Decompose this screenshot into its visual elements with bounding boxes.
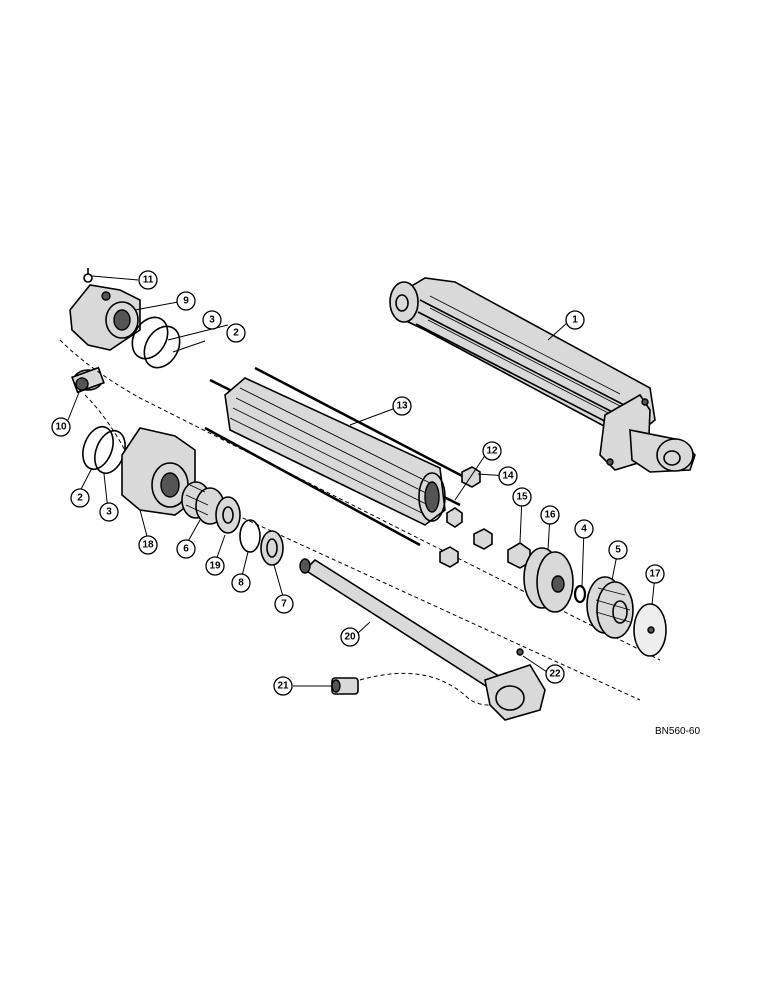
cylinder-tube bbox=[204, 366, 471, 547]
leader-lines bbox=[67, 275, 656, 687]
svg-text:9: 9 bbox=[183, 296, 189, 307]
callout-17: 17 bbox=[645, 564, 665, 584]
callout-15: 15 bbox=[512, 487, 532, 507]
svg-text:6: 6 bbox=[183, 544, 189, 555]
seal-7 bbox=[260, 530, 284, 566]
callout-2: 2 bbox=[70, 488, 90, 508]
alignment-line-upper bbox=[59, 339, 661, 661]
callout-11: 11 bbox=[138, 270, 158, 290]
svg-text:5: 5 bbox=[615, 545, 621, 556]
callout-10: 10 bbox=[51, 417, 71, 437]
callout-6: 6 bbox=[176, 539, 196, 559]
callout-2: 2 bbox=[226, 323, 246, 343]
svg-text:8: 8 bbox=[238, 578, 244, 589]
callout-13: 13 bbox=[392, 396, 412, 416]
svg-text:20: 20 bbox=[344, 632, 356, 643]
svg-text:7: 7 bbox=[281, 599, 287, 610]
callout-1: 1 bbox=[565, 310, 585, 330]
callout-19: 19 bbox=[205, 556, 225, 576]
nuts-14 bbox=[439, 466, 493, 568]
bushing-10 bbox=[71, 366, 105, 394]
callout-22: 22 bbox=[545, 664, 565, 684]
callout-14: 14 bbox=[498, 466, 518, 486]
reference-code: BN560-60 bbox=[655, 726, 700, 737]
svg-text:16: 16 bbox=[544, 510, 556, 521]
callout-9: 9 bbox=[176, 291, 196, 311]
svg-text:11: 11 bbox=[143, 275, 154, 286]
callout-21: 21 bbox=[273, 676, 293, 696]
svg-text:14: 14 bbox=[502, 471, 514, 482]
svg-text:10: 10 bbox=[55, 422, 67, 433]
svg-text:19: 19 bbox=[209, 561, 221, 572]
callout-5: 5 bbox=[608, 540, 628, 560]
svg-text:1: 1 bbox=[572, 315, 578, 326]
washer-19 bbox=[215, 496, 241, 534]
packing-5 bbox=[586, 576, 634, 639]
svg-text:2: 2 bbox=[77, 493, 83, 504]
assembled-cylinder bbox=[389, 277, 696, 473]
packing-6 bbox=[181, 481, 225, 525]
svg-text:15: 15 bbox=[516, 492, 528, 503]
o-ring-4 bbox=[573, 584, 587, 604]
callout-8: 8 bbox=[231, 573, 251, 593]
svg-text:12: 12 bbox=[486, 446, 498, 457]
svg-text:22: 22 bbox=[549, 669, 561, 680]
svg-text:17: 17 bbox=[649, 569, 661, 580]
alignment-line-rod bbox=[359, 672, 501, 706]
svg-text:21: 21 bbox=[277, 681, 289, 692]
callout-4: 4 bbox=[574, 519, 594, 539]
svg-text:3: 3 bbox=[209, 315, 215, 326]
callout-12: 12 bbox=[482, 441, 502, 461]
retaining-ring-8 bbox=[239, 519, 261, 553]
svg-text:3: 3 bbox=[106, 507, 112, 518]
cylinder-cap bbox=[69, 268, 141, 351]
o-ring-lower-2 bbox=[82, 425, 114, 471]
callouts: 1 2 3 9 11 10 2 3 18 6 19 8 7 13 12 14 1… bbox=[51, 270, 665, 696]
callout-3: 3 bbox=[99, 502, 119, 522]
callout-20: 20 bbox=[340, 627, 360, 647]
bushing-21 bbox=[331, 677, 359, 695]
callout-7: 7 bbox=[274, 594, 294, 614]
callout-16: 16 bbox=[540, 505, 560, 525]
svg-text:18: 18 bbox=[142, 540, 154, 551]
svg-text:2: 2 bbox=[233, 328, 239, 339]
o-ring-upper-2 bbox=[143, 325, 181, 369]
o-ring-upper-3 bbox=[131, 316, 169, 360]
callout-3: 3 bbox=[202, 310, 222, 330]
piston-16 bbox=[523, 547, 574, 613]
svg-text:4: 4 bbox=[581, 524, 587, 535]
callout-18: 18 bbox=[138, 535, 158, 555]
piston-rod-20 bbox=[299, 558, 546, 721]
svg-text:13: 13 bbox=[396, 401, 408, 412]
